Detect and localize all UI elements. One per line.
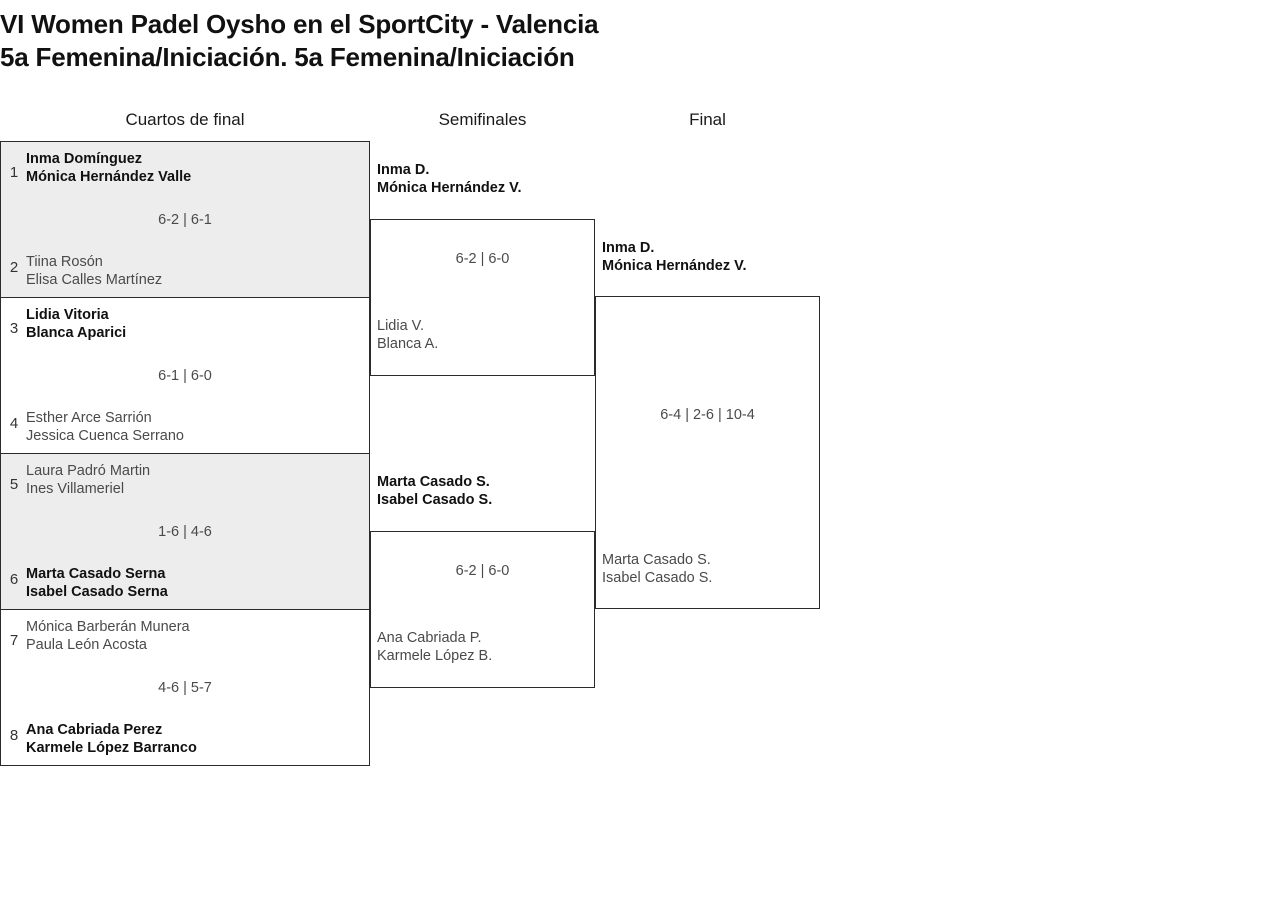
player-name: Karmele López B. <box>377 648 493 664</box>
team-semifinal-2-top: Marta Casado S. Isabel Casado S. <box>377 473 492 509</box>
player-name: Tiina Rosón <box>26 254 103 270</box>
player-name: Marta Casado Serna <box>26 566 166 582</box>
player-name: Mónica Hernández V. <box>377 180 522 196</box>
team-quarterfinal-3-bottom: Marta Casado Serna Isabel Casado Serna <box>26 565 168 601</box>
match-box-quarterfinal-1[interactable]: 1 Inma Domínguez Mónica Hernández Valle … <box>0 141 370 298</box>
player-name: Lidia Vitoria <box>26 307 109 323</box>
team-semifinal-1-top: Inma D. Mónica Hernández V. <box>377 161 522 197</box>
match-box-semifinal-1[interactable]: 6-2 | 6-0 <box>370 219 595 376</box>
title-line-1: VI Women Padel Oysho en el SportCity - V… <box>0 9 599 39</box>
seed-number: 8 <box>9 727 19 744</box>
player-name: Blanca A. <box>377 336 439 352</box>
score-semifinal-2: 6-2 | 6-0 <box>455 563 510 579</box>
team-quarterfinal-4-bottom: Ana Cabriada Perez Karmele López Barranc… <box>26 721 197 757</box>
player-name: Blanca Aparici <box>26 325 127 341</box>
match-box-quarterfinal-3[interactable]: 5 Laura Padró Martin Ines Villameriel 1-… <box>0 453 370 610</box>
team-quarterfinal-2-bottom: Esther Arce Sarrión Jessica Cuenca Serra… <box>26 409 184 445</box>
player-name: Ana Cabriada P. <box>377 630 482 646</box>
seed-number: 5 <box>9 476 19 493</box>
score-quarterfinal-4: 4-6 | 5-7 <box>158 680 212 696</box>
player-name: Inma D. <box>602 240 655 256</box>
player-name: Lidia V. <box>377 318 425 334</box>
score-quarterfinal-1: 6-2 | 6-1 <box>158 212 212 228</box>
player-name: Karmele López Barranco <box>26 740 197 756</box>
team-quarterfinal-1-bottom: Tiina Rosón Elisa Calles Martínez <box>26 253 162 289</box>
seed-number: 6 <box>9 571 19 588</box>
team-quarterfinal-4-top: Mónica Barberán Munera Paula León Acosta <box>26 618 190 654</box>
title-line-2: 5a Femenina/Iniciación. 5a Femenina/Inic… <box>0 42 575 72</box>
match-box-quarterfinal-2[interactable]: 3 Lidia Vitoria Blanca Aparici 6-1 | 6-0… <box>0 297 370 454</box>
player-name: Elisa Calles Martínez <box>26 272 163 288</box>
round-header-final: Final <box>689 110 726 129</box>
round-header-semifinals: Semifinales <box>438 110 527 129</box>
match-box-final[interactable]: 6-4 | 2-6 | 10-4 <box>595 296 820 609</box>
team-semifinal-2-bottom: Ana Cabriada P. Karmele López B. <box>377 629 492 665</box>
player-name: Inma D. <box>377 162 430 178</box>
player-name: Paula León Acosta <box>26 637 147 653</box>
team-final-top: Inma D. Mónica Hernández V. <box>602 239 747 275</box>
score-semifinal-1: 6-2 | 6-0 <box>455 251 510 267</box>
player-name: Mónica Hernández Valle <box>26 169 192 185</box>
player-name: Inma Domínguez <box>26 151 143 167</box>
player-name: Isabel Casado Serna <box>26 584 168 600</box>
seed-number: 3 <box>9 320 19 337</box>
match-box-quarterfinal-4[interactable]: 7 Mónica Barberán Munera Paula León Acos… <box>0 609 370 766</box>
player-name: Isabel Casado S. <box>377 492 493 508</box>
seed-number: 4 <box>9 415 19 432</box>
seed-number: 1 <box>9 164 19 181</box>
team-semifinal-1-bottom: Lidia V. Blanca A. <box>377 317 438 353</box>
seed-number: 2 <box>9 259 19 276</box>
page-title: VI Women Padel Oysho en el SportCity - V… <box>0 8 1000 74</box>
player-name: Esther Arce Sarrión <box>26 410 152 426</box>
player-name: Isabel Casado S. <box>602 570 713 586</box>
round-header-quarterfinals: Cuartos de final <box>125 110 245 129</box>
team-quarterfinal-3-top: Laura Padró Martin Ines Villameriel <box>26 462 150 498</box>
score-quarterfinal-3: 1-6 | 4-6 <box>158 524 212 540</box>
player-name: Ines Villameriel <box>26 481 125 497</box>
seed-number: 7 <box>9 632 19 649</box>
player-name: Ana Cabriada Perez <box>26 722 163 738</box>
team-quarterfinal-2-top: Lidia Vitoria Blanca Aparici <box>26 306 126 342</box>
player-name: Mónica Hernández V. <box>602 258 747 274</box>
team-final-bottom: Marta Casado S. Isabel Casado S. <box>602 551 712 587</box>
player-name: Jessica Cuenca Serrano <box>26 428 184 444</box>
player-name: Marta Casado S. <box>602 552 711 568</box>
team-quarterfinal-1-top: Inma Domínguez Mónica Hernández Valle <box>26 150 191 186</box>
score-final: 6-4 | 2-6 | 10-4 <box>660 407 755 423</box>
score-quarterfinal-2: 6-1 | 6-0 <box>158 368 212 384</box>
match-box-semifinal-2[interactable]: 6-2 | 6-0 <box>370 531 595 688</box>
player-name: Marta Casado S. <box>377 474 490 490</box>
player-name: Laura Padró Martin <box>26 463 151 479</box>
player-name: Mónica Barberán Munera <box>26 619 190 635</box>
